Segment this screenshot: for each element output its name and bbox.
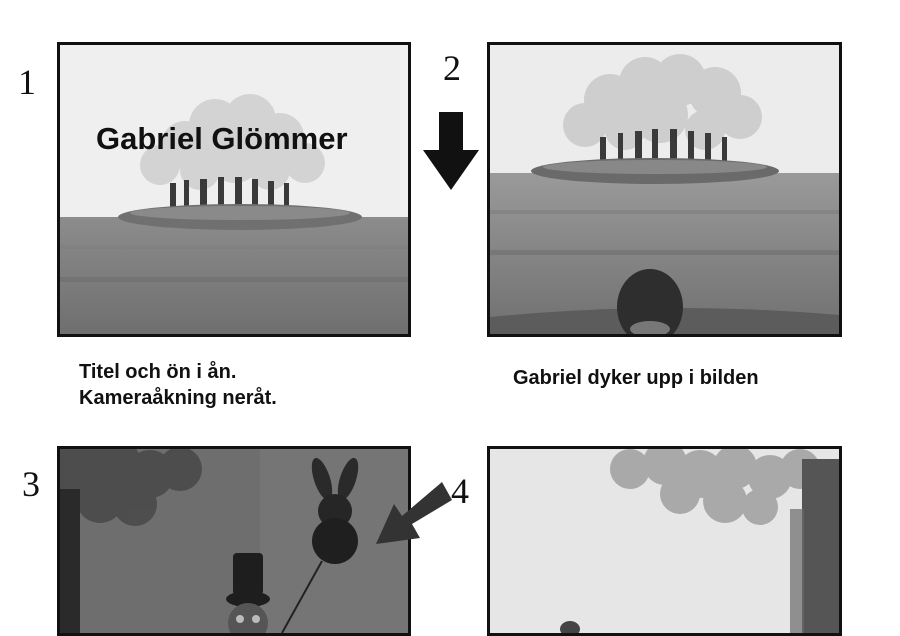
panel-2-number: 2	[443, 48, 461, 88]
down-arrow-icon	[423, 112, 479, 190]
panel-3-number: 3	[22, 464, 40, 504]
panel-4-number: 4	[451, 471, 469, 511]
panel-1-number: 1	[18, 62, 36, 102]
storyboard-panel-3	[57, 446, 411, 636]
panel-2-illustration	[490, 45, 839, 334]
film-title: Gabriel Glömmer	[96, 121, 348, 156]
panel-1-caption: Titel och ön i ån. Kameraåkning neråt.	[79, 359, 277, 411]
storyboard-panel-4	[487, 446, 842, 636]
panel-4-illustration	[490, 449, 839, 633]
panel-2-caption-line-1: Gabriel dyker upp i bilden	[513, 367, 759, 389]
storyboard-panel-1: Gabriel Glömmer	[57, 42, 411, 337]
panel-1-caption-line-1: Titel och ön i ån.	[79, 361, 237, 383]
panel-1-illustration	[60, 45, 408, 334]
storyboard-panel-2	[487, 42, 842, 337]
panel-2-caption: Gabriel dyker upp i bilden	[513, 365, 759, 391]
panel-1-caption-line-2: Kameraåkning neråt.	[79, 387, 277, 409]
panel-3-illustration	[60, 449, 408, 633]
diagonal-arrow-icon	[376, 482, 452, 544]
